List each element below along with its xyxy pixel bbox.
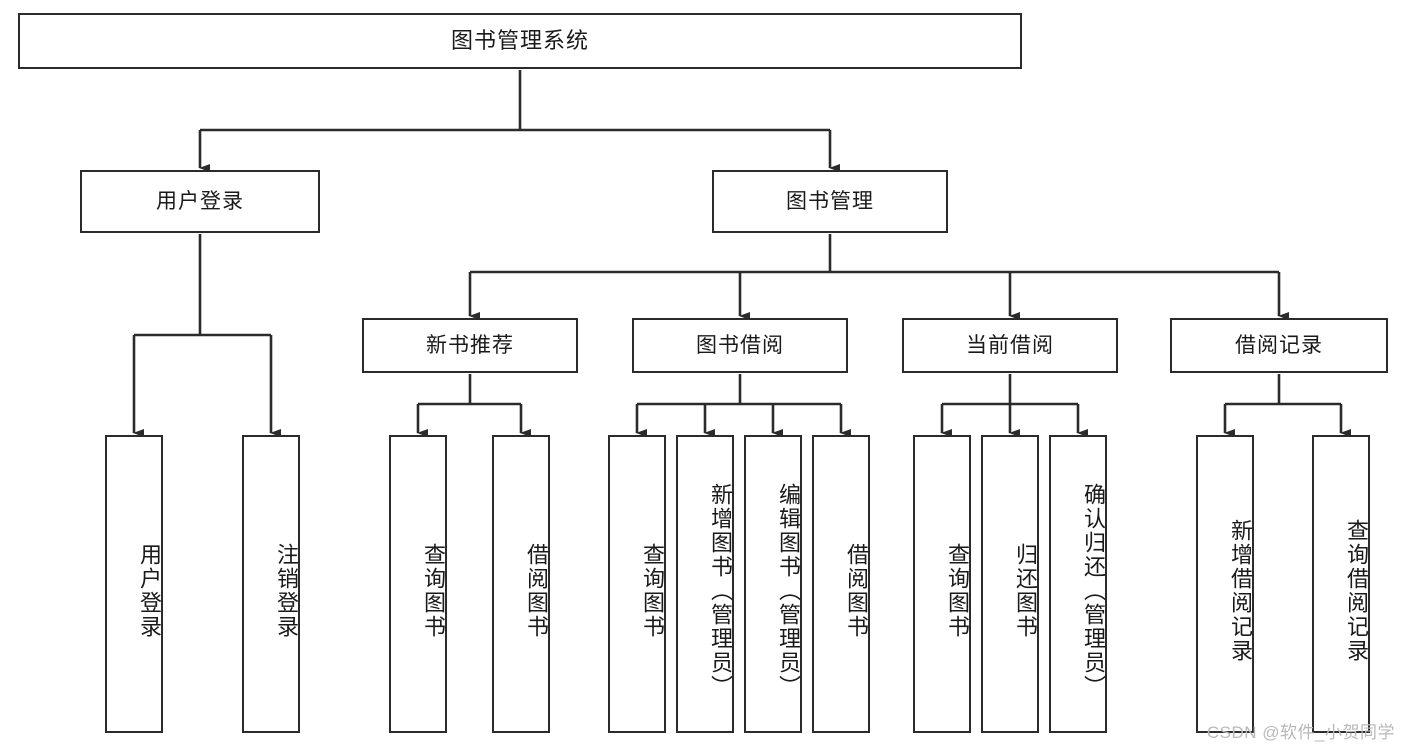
leaf-edit-book[interactable]: 编辑图书（管理员）	[744, 435, 802, 733]
node-borrow-record-label: 借阅记录	[1235, 333, 1323, 357]
leaf-query-book-2-label: 查询图书	[640, 543, 665, 639]
leaf-query-book-3[interactable]: 查询图书	[913, 435, 971, 733]
leaf-confirm-return[interactable]: 确认归还（管理员）	[1049, 435, 1107, 733]
leaf-query-book-1[interactable]: 查询图书	[389, 435, 447, 733]
leaf-query-record[interactable]: 查询借阅记录	[1312, 435, 1370, 733]
leaf-add-book-label: 新增图书（管理员）	[708, 483, 733, 699]
node-book-manage-label: 图书管理	[786, 189, 874, 213]
node-user-login[interactable]: 用户登录	[80, 170, 320, 233]
node-new-book-rec[interactable]: 新书推荐	[362, 318, 578, 373]
leaf-edit-book-label: 编辑图书（管理员）	[776, 483, 801, 699]
leaf-add-record-label: 新增借阅记录	[1228, 519, 1253, 663]
node-user-login-label: 用户登录	[156, 189, 244, 213]
node-current-borrow-label: 当前借阅	[966, 333, 1054, 357]
leaf-return-book[interactable]: 归还图书	[981, 435, 1039, 733]
leaf-logout-label: 注销登录	[274, 543, 299, 639]
node-root-label: 图书管理系统	[450, 27, 589, 53]
node-book-borrow[interactable]: 图书借阅	[632, 318, 848, 373]
node-book-manage[interactable]: 图书管理	[712, 170, 948, 233]
leaf-borrow-book-1-label: 借阅图书	[524, 543, 549, 639]
leaf-return-book-label: 归还图书	[1013, 543, 1038, 639]
leaf-borrow-book-2[interactable]: 借阅图书	[812, 435, 870, 733]
leaf-add-record[interactable]: 新增借阅记录	[1196, 435, 1254, 733]
leaf-add-book[interactable]: 新增图书（管理员）	[676, 435, 734, 733]
node-current-borrow[interactable]: 当前借阅	[902, 318, 1118, 373]
leaf-query-book-1-label: 查询图书	[421, 543, 446, 639]
node-book-borrow-label: 图书借阅	[696, 333, 784, 357]
node-borrow-record[interactable]: 借阅记录	[1170, 318, 1388, 373]
node-root[interactable]: 图书管理系统	[18, 13, 1022, 69]
leaf-query-book-3-label: 查询图书	[945, 543, 970, 639]
leaf-query-record-label: 查询借阅记录	[1344, 519, 1369, 663]
leaf-confirm-return-label: 确认归还（管理员）	[1081, 483, 1106, 699]
leaf-borrow-book-2-label: 借阅图书	[844, 543, 869, 639]
csdn-watermark: CSDN @软件_小贺同学	[1206, 723, 1395, 742]
node-new-book-rec-label: 新书推荐	[426, 333, 514, 357]
leaf-user-login-label: 用户登录	[137, 543, 162, 639]
leaf-user-login[interactable]: 用户登录	[105, 435, 163, 733]
leaf-borrow-book-1[interactable]: 借阅图书	[492, 435, 550, 733]
leaf-query-book-2[interactable]: 查询图书	[608, 435, 666, 733]
leaf-logout[interactable]: 注销登录	[242, 435, 300, 733]
